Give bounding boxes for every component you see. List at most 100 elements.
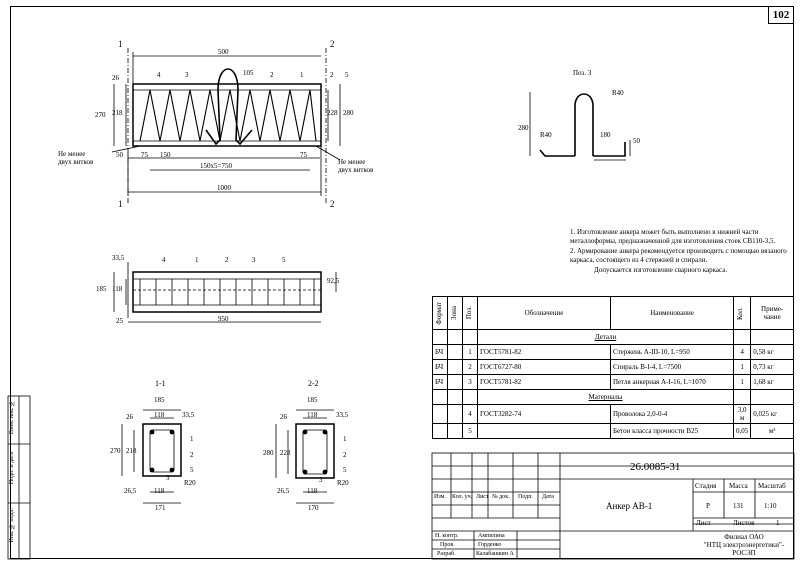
cell-qty: 1 (732, 359, 752, 375)
stamp-name-1: Ампилина (478, 533, 505, 539)
plan-dim-950: 950 (218, 315, 229, 323)
stamp-sheet: Лист (696, 519, 711, 527)
pos3-r40-top: R40 (612, 89, 624, 97)
dim-500: 500 (218, 48, 229, 56)
organization: Филиал ОАО "НТЦ электроэнергетики"- РОСЭ… (703, 533, 785, 557)
cell-note: 0,58 кг (750, 344, 794, 360)
side-label-inv: Инв. № подл. (9, 508, 15, 543)
s22-dim-280: 280 (263, 449, 274, 457)
stamp-scale: 1:10 (764, 502, 777, 510)
dim-26: 26 (112, 74, 119, 82)
cell-designation: ГОСТ3282-74 (477, 404, 611, 424)
plan-dim-118: 118 (112, 285, 123, 293)
note-min-two-turns-left: Не менее двух витков (58, 150, 94, 166)
drawing-sheet (10, 6, 794, 559)
section-mark-1-bottom: 1 (118, 199, 123, 209)
s22-dim-26: 26 (280, 413, 287, 421)
s22-dim-118: 118 (307, 411, 318, 419)
s22-dim-228: 228 (280, 449, 291, 457)
stamp-col-kol: Кол. уч. (452, 494, 473, 500)
cell-designation: ГОСТ5781-82 (477, 344, 611, 360)
cell-designation: ГОСТ6727-80 (477, 359, 611, 375)
dim-150x5: 150х5=750 (200, 162, 232, 170)
dim-280: 280 (343, 109, 354, 117)
cell-designation (477, 423, 611, 439)
dim-75a: 75 (141, 151, 148, 159)
s22-dim-26-5: 26,5 (277, 487, 290, 495)
s11-dim-185: 185 (154, 396, 165, 404)
callout-1: 1 (300, 71, 304, 79)
stamp-role-1: Н. контр. (435, 533, 459, 539)
plan-dim-33-5: 33,5 (112, 254, 125, 262)
section-details: Детали (477, 329, 734, 345)
note-2: 2. Армирование анкера рекомендуется прои… (570, 247, 787, 264)
stamp-col-izm: Изм. (434, 494, 446, 500)
s22-callout-5: 5 (343, 466, 347, 474)
table-row: 4 ГОСТ3282-74 Проволока 2,0-0-4 3,0 м 0,… (432, 404, 794, 424)
cell-pos: 2 (462, 359, 478, 375)
stamp-col-podp: Подп. (518, 494, 533, 500)
table-row: БЧ 3 ГОСТ5781-82 Петля анкерная А-I-16, … (432, 374, 794, 390)
stamp-hdr-scale: Масштаб (758, 482, 786, 490)
note-min-two-turns-right: Не менее двух витков (338, 158, 374, 174)
section-2-2-view (275, 409, 335, 504)
s11-callout-3: 3 (166, 474, 170, 482)
side-label-podp: Подп. и дата (9, 452, 15, 485)
pos3-r40-left: R40 (540, 131, 552, 139)
s22-callout-1: 1 (343, 435, 347, 443)
table-row: 5 Бетон класса прочности В25 0,05 м³ (432, 423, 794, 439)
dim-218: 218 (112, 109, 123, 117)
specification-table: Формат Зона Поз. Обозначение Наименовани… (432, 296, 794, 439)
section-mark-2-top: 2 (330, 39, 335, 49)
side-label-vzam: Взам. инв. № (9, 400, 15, 435)
pos3-dim-280: 280 (518, 124, 529, 132)
s22-dim-185: 185 (307, 396, 318, 404)
side-block-grid (7, 395, 31, 560)
hdr-qty: Кол. (736, 306, 744, 320)
plan-callout-3: 3 (252, 256, 256, 264)
cell-format: БЧ (432, 374, 448, 390)
plan-callout-5: 5 (282, 256, 286, 264)
page-number: 102 (768, 6, 794, 24)
dim-228: 228 (327, 109, 338, 117)
hdr-pos: Поз. (465, 306, 473, 320)
s11-dim-26-5: 26,5 (124, 487, 137, 495)
cell-note: 0,025 кг (750, 404, 794, 424)
plan-dim-25: 25 (116, 317, 123, 325)
cell-format: БЧ (432, 344, 448, 360)
section-2-2-title: 2-2 (308, 379, 319, 388)
s22-dim-33-5: 33,5 (336, 411, 349, 419)
cell-name: Проволока 2,0-0-4 (610, 404, 734, 424)
s11-dim-270: 270 (110, 447, 121, 455)
pos3-dim-180: 180 (600, 131, 611, 139)
section-1-1-title: 1-1 (155, 379, 166, 388)
hdr-designation: Обозначение (477, 296, 611, 330)
stamp-role-3: Разраб. (437, 551, 456, 557)
dim-150: 150 (160, 151, 171, 159)
section-materials: Материалы (477, 389, 734, 405)
cell-note: 1,68 кг (750, 374, 794, 390)
cell-pos: 1 (462, 344, 478, 360)
cell-pos: 5 (462, 423, 478, 439)
section-mark-2-bottom: 2 (330, 199, 335, 209)
s22-dim-170: 170 (308, 504, 319, 512)
stamp-col-doc: № док. (492, 494, 510, 500)
general-notes: 1. Изготовление анкера может быть выполн… (570, 228, 788, 276)
stamp-name-3: Калабашкин А (476, 551, 514, 557)
stamp-hdr-stage: Стадия (695, 482, 717, 490)
callout-2b: 2 (330, 71, 334, 79)
s22-r20: R20 (337, 479, 349, 487)
s11-callout-2: 2 (190, 451, 194, 459)
plan-callout-2: 2 (225, 256, 229, 264)
s11-dim-33-5: 33,5 (182, 411, 195, 419)
plan-callout-1: 1 (195, 256, 199, 264)
table-row: БЧ 1 ГОСТ5781-82 Стержень А-III-10, L=95… (432, 344, 794, 360)
hdr-format: Формат (435, 301, 443, 325)
cell-name: Спираль В-I-4, L=7500 (610, 359, 734, 375)
plan-dim-185: 185 (96, 285, 107, 293)
stamp-stage: Р (706, 502, 710, 510)
section-mark-1-top: 1 (118, 39, 123, 49)
cell-note: 0,73 кг (750, 359, 794, 375)
stamp-col-date: Дата (542, 494, 554, 500)
dim-75b: 75 (300, 151, 307, 159)
